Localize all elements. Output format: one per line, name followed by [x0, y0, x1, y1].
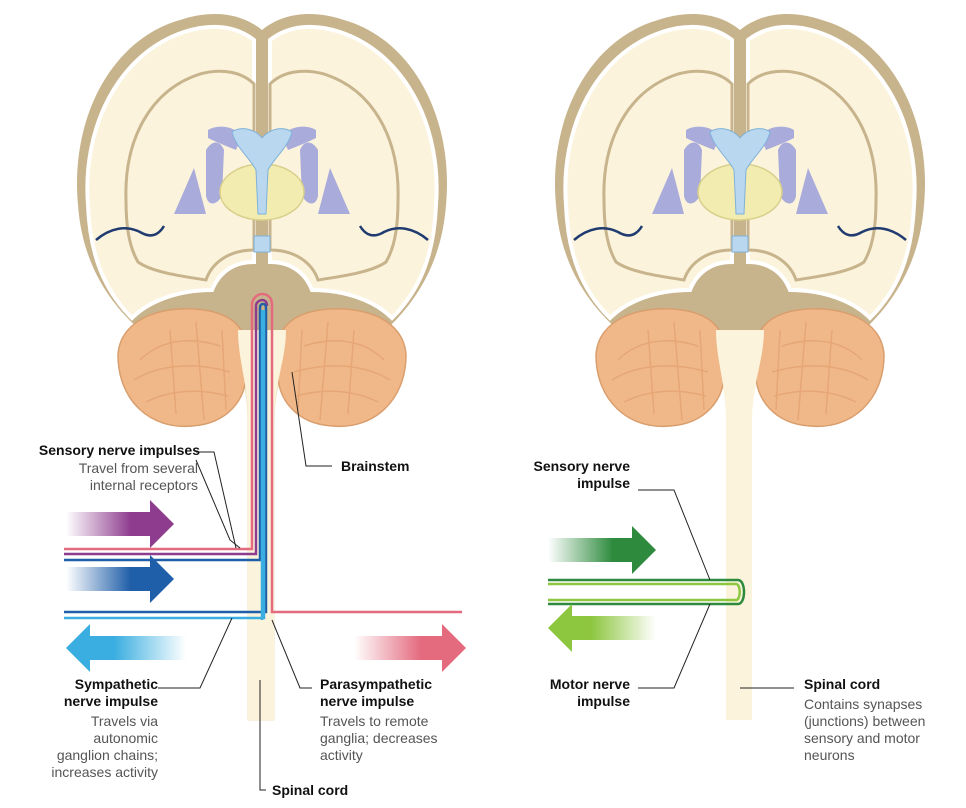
sensory-arrow-green [548, 526, 656, 574]
motor-arrow-green [548, 604, 656, 652]
spinal-cord-label-left: Spinal cord [272, 782, 348, 799]
spinal-cord-desc-4: neurons [804, 747, 855, 764]
sensory-impulses-desc-2: internal receptors [0, 477, 198, 494]
parasympathetic-title-1: Parasympathetic [320, 676, 432, 693]
brainstem-label: Brainstem [341, 458, 409, 475]
motor-green-path [548, 584, 740, 600]
sympathetic-title-2: nerve impulse [0, 693, 158, 710]
sensory-nerve-title-2: impulse [470, 475, 630, 492]
parasympathetic-arrow [354, 624, 466, 672]
sensory-impulses-desc-1: Travel from several [0, 460, 198, 477]
parasympathetic-desc-1: Travels to remote [320, 713, 428, 730]
spinal-cord-desc-2: (junctions) between [804, 713, 925, 730]
parasympathetic-desc-3: activity [320, 747, 363, 764]
sympathetic-desc-3: ganglion chains; [0, 747, 158, 764]
parasympathetic-desc-2: ganglia; decreases [320, 730, 438, 747]
spinal-cord-desc-3: sensory and motor [804, 730, 920, 747]
sympathetic-desc-4: increases activity [0, 764, 158, 781]
spinal-cord-desc-1: Contains synapses [804, 696, 922, 713]
sensory-arrow-blue [66, 555, 174, 603]
sensory-impulses-title: Sensory nerve impulses [0, 442, 200, 459]
sympathetic-title-1: Sympathetic [0, 676, 158, 693]
sensory-arrow-purple [66, 500, 174, 548]
motor-nerve-title-2: impulse [470, 693, 630, 710]
sensory-nerve-title-1: Sensory nerve [470, 458, 630, 475]
motor-nerve-title-1: Motor nerve [470, 676, 630, 693]
sympathetic-desc-2: autonomic [0, 730, 158, 747]
right-brain-figure [555, 14, 925, 720]
sympathetic-arrow [66, 624, 186, 672]
parasympathetic-title-2: nerve impulse [320, 693, 414, 710]
spinal-cord-label-right: Spinal cord [804, 676, 880, 693]
sympathetic-desc-1: Travels via [0, 713, 158, 730]
